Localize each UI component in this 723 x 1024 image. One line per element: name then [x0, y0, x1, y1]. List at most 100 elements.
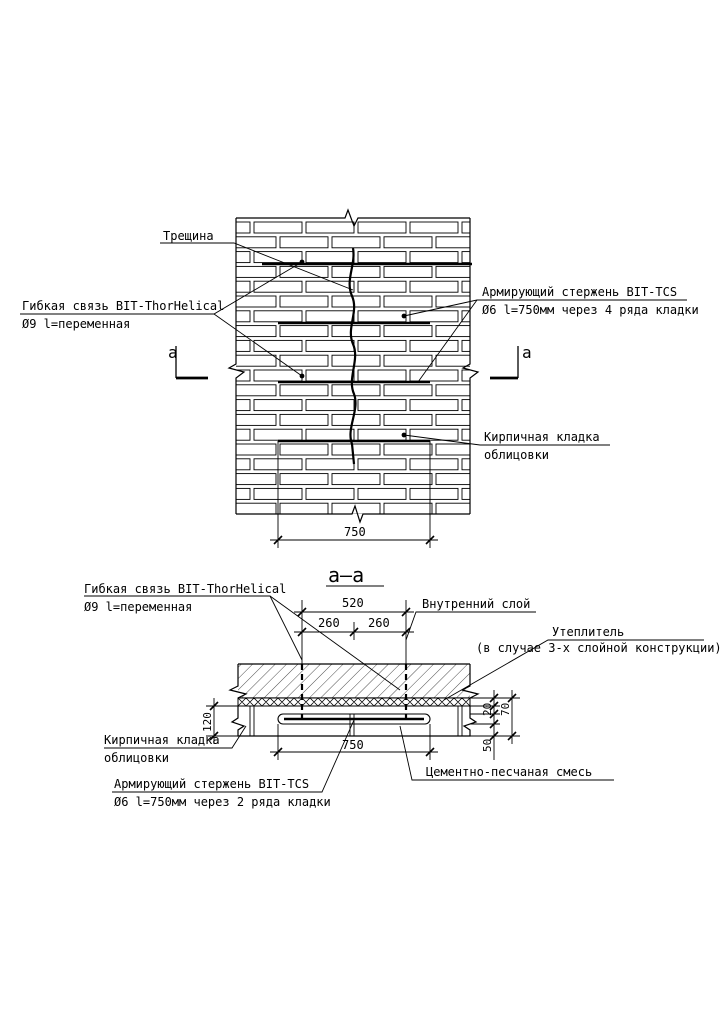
brick: [253, 251, 303, 264]
brick: [236, 310, 251, 323]
dim-70-label: 70: [499, 703, 512, 716]
brick: [236, 265, 277, 278]
brick: [409, 399, 459, 412]
brick: [305, 221, 355, 234]
tie-label-line2: Ø9 l=переменная: [22, 317, 130, 331]
brick: [253, 399, 303, 412]
brick: [383, 354, 433, 367]
brick: [331, 295, 381, 308]
brick: [357, 399, 407, 412]
brick: [409, 251, 459, 264]
elevation-dim-750-label: 750: [344, 525, 366, 539]
brick: [357, 251, 407, 264]
section-dimensions-top: [294, 600, 414, 664]
brick: [279, 236, 329, 249]
brick: [461, 221, 470, 234]
brick: [461, 428, 470, 441]
brick: [383, 236, 433, 249]
brick: [409, 487, 459, 500]
brick: [305, 280, 355, 293]
section-mark-left-letter: а: [168, 343, 178, 362]
brick: [357, 310, 407, 323]
brick: [253, 428, 303, 441]
brick: [461, 458, 470, 471]
brick: [435, 384, 470, 397]
brick: [236, 443, 277, 456]
brick: [383, 443, 433, 456]
insulation-label-line2: (в случае 3-х слойной конструкции): [476, 641, 722, 655]
brick: [409, 339, 459, 352]
brick: [383, 325, 433, 338]
tie-label-line1: Гибкая связь BIT-ThorHelical: [22, 299, 224, 313]
brick: [461, 280, 470, 293]
brick: [253, 369, 303, 382]
section-dimension-750: [270, 724, 438, 760]
brick: [253, 310, 303, 323]
section-rod-label-line2: Ø6 l=750мм через 2 ряда кладки: [114, 795, 331, 809]
section-dimensions-right: [470, 690, 520, 760]
brick: [279, 354, 329, 367]
brick: [305, 428, 355, 441]
brick: [357, 487, 407, 500]
brick: [236, 221, 251, 234]
dim-260-left-label: 260: [318, 616, 340, 630]
brick: [435, 265, 470, 278]
section-tie-label-line1: Гибкая связь BIT-ThorHelical: [84, 582, 286, 596]
brick: [357, 428, 407, 441]
brick: [331, 413, 381, 426]
brick: [305, 399, 355, 412]
brick: [236, 325, 277, 338]
brick: [236, 251, 251, 264]
brick: [236, 473, 277, 486]
dim-50-label: 50: [481, 739, 494, 752]
section-title: а–а: [328, 563, 364, 587]
elevation-dimension-750: [270, 441, 438, 548]
brick: [331, 236, 381, 249]
brick: [176, 385, 224, 396]
dim-750-label: 750: [342, 738, 364, 752]
section-leaders: [84, 595, 704, 793]
brick: [383, 502, 433, 514]
brick: [236, 458, 251, 471]
insulation-layer: [237, 697, 471, 707]
brick: [435, 443, 470, 456]
brick: [383, 384, 433, 397]
brick: [279, 502, 329, 514]
brick: [331, 265, 381, 278]
brick: [461, 369, 470, 382]
brick: [305, 458, 355, 471]
brick: [357, 369, 407, 382]
brick: [357, 280, 407, 293]
brick: [236, 384, 277, 397]
dim-520-label: 520: [342, 596, 364, 610]
rod-label-line2: Ø6 l=750мм через 4 ряда кладки: [482, 303, 699, 317]
section-dimension-120: [206, 698, 238, 744]
inner-layer: [228, 663, 480, 699]
brick: [176, 474, 224, 485]
brick: [383, 265, 433, 278]
mortar-label: Цементно-песчаная смесь: [426, 765, 592, 779]
brick: [236, 295, 277, 308]
brick: [236, 502, 277, 514]
brick: [279, 325, 329, 338]
brick: [331, 384, 381, 397]
dim-120-label: 120: [201, 712, 214, 732]
brick: [383, 295, 433, 308]
brick: [305, 369, 355, 382]
brick: [305, 487, 355, 500]
brick: [253, 221, 303, 234]
brick: [279, 384, 329, 397]
brick: [409, 428, 459, 441]
brick: [305, 339, 355, 352]
brick: [236, 339, 251, 352]
brick: [435, 413, 470, 426]
section-mark-right: [490, 346, 519, 380]
brick: [279, 473, 329, 486]
brick: [279, 443, 329, 456]
brick: [357, 339, 407, 352]
crack-label: Трещина: [163, 229, 214, 243]
crack-line: [348, 247, 357, 465]
brick: [236, 280, 251, 293]
brick: [279, 413, 329, 426]
brick: [409, 280, 459, 293]
